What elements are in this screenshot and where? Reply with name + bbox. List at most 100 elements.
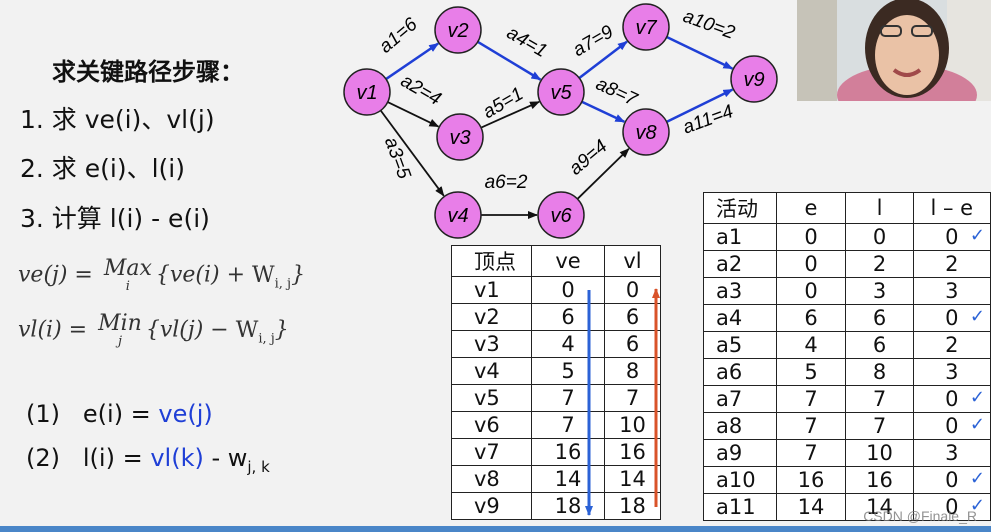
cell-text: l – e [930,196,973,220]
activity-table-row-cell: 10 [846,440,913,467]
equation-e-lhs: e(i) = [83,400,159,428]
node-label-v4: v4 [447,205,468,227]
activity-table-row-cell: 2 [913,332,990,359]
activity-table-row-cell: 0✓ [913,413,990,440]
cell-text: 6 [561,305,574,329]
cell-text: 0 [561,278,574,302]
activity-table-row-cell: a1 [704,224,777,251]
cell-text: l [877,196,883,220]
cell-text: a3 [716,279,742,303]
edge-label-a6: a6=2 [485,172,528,193]
equation-l: (2) l(i) = vl(k) - wj, k [26,444,270,476]
checkmark-icon: ✓ [970,414,985,435]
activity-table-row-cell: 3 [913,278,990,305]
activity-table-row-cell: 6 [776,305,846,332]
activity-table-row-cell: 7 [846,413,913,440]
cell-text: 14 [555,467,582,491]
vertex-table-row-cell: v8 [452,466,532,493]
vertex-table-row-cell: 0 [532,277,605,304]
formula-ve-close: } [291,263,305,288]
cell-text: 2 [945,252,958,276]
cell-text: 2 [873,252,886,276]
activity-table-row-cell: 2 [846,251,913,278]
edge-label-a11: a11=4 [680,101,736,139]
cell-text: 6 [873,333,886,357]
activity-table-row-cell: 4 [776,332,846,359]
max-subscript: i [104,280,152,293]
vertex-table-header-cell: vl [605,246,661,277]
activity-table-row-cell: a8 [704,413,777,440]
activity-table-row-cell: 3 [913,440,990,467]
cell-text: 6 [873,306,886,330]
vertex-table-row: v346 [452,331,661,358]
activity-table-row-cell: a10 [704,467,777,494]
cell-text: a1 [716,225,742,249]
vertex-table-header-cell: ve [532,246,605,277]
activity-table-row-cell: 6 [846,332,913,359]
vertex-table-row-cell: v6 [452,412,532,439]
activity-table: 活动ell – ea1000✓a2022a3033a4660✓a5462a658… [703,192,991,521]
vertex-table: 顶点vevlv100v266v346v458v577v6710v71616v81… [451,245,661,520]
vertex-table-row: v1 0 0 [452,277,661,304]
activity-table-row-cell: 0✓ [913,467,990,494]
cell-text: 3 [945,279,958,303]
vertex-table-row: v5 7 7 [452,385,661,412]
weight-subscript: i, j [258,331,274,346]
max-label: Max [104,256,152,281]
min-subscript: j [98,335,142,348]
cell-text: 7 [804,387,817,411]
cell-text: 0 [945,468,958,492]
checkmark-icon: ✓ [970,306,985,327]
formula-vl-rhs: {vl(j) − [146,318,236,343]
vertex-table-header: 顶点vevl [452,246,661,277]
activity-table-row-cell: a4 [704,305,777,332]
cell-text: v5 [474,386,500,410]
checkmark-icon: ✓ [970,225,985,246]
formula-ve-lhs: ve(j) = [18,263,100,288]
cell-text: 5 [561,359,574,383]
node-label-v1: v1 [356,82,377,104]
cell-text: 7 [804,414,817,438]
min-label: Min [98,311,142,336]
activity-table-row-cell: 0 [776,251,846,278]
vertex-table-row-cell: v1 [452,277,532,304]
activity-table-row-cell: 7 [776,386,846,413]
cell-text: 7 [561,413,574,437]
vertex-table-row-cell: v5 [452,385,532,412]
cell-text: v7 [474,440,500,464]
cell-text: 16 [866,468,893,492]
cell-text: 16 [555,440,582,464]
activity-table-row-cell: 2 [913,251,990,278]
activity-table-row-cell: 7 [776,440,846,467]
node-label-v5: v5 [550,82,572,104]
cell-text: 3 [945,441,958,465]
vertex-table-row-cell: 6 [532,304,605,331]
cell-text: 0 [945,225,958,249]
activity-table-row-cell: a6 [704,359,777,386]
node-label-v3: v3 [449,127,470,149]
cell-text: 16 [798,468,825,492]
activity-table-header-cell: 活动 [704,193,777,224]
activity-table-row-cell: 0✓ [913,386,990,413]
vertex-table-row-cell: 10 [605,412,661,439]
cell-text: 0 [945,387,958,411]
cell-text: 18 [619,494,646,518]
cell-text: a7 [716,387,742,411]
cell-text: 7 [626,386,639,410]
activity-table-row-cell: 0 [846,224,913,251]
vertex-table-row: v91818 [452,493,661,520]
activity-table-row-cell: 3 [846,278,913,305]
cell-text: 0 [626,278,639,302]
vertex-table-row-cell: 4 [532,331,605,358]
cell-text: 10 [866,441,893,465]
cell-text: v3 [474,332,500,356]
equation-l-number: (2) [26,444,60,472]
cell-text: 7 [561,386,574,410]
cell-text: a8 [716,414,742,438]
activity-table-row-cell: 5 [776,359,846,386]
vertex-table-row-cell: 7 [605,385,661,412]
checkmark-icon: ✓ [970,468,985,489]
max-operator: Maxi [104,258,152,293]
cell-text: v2 [474,305,500,329]
